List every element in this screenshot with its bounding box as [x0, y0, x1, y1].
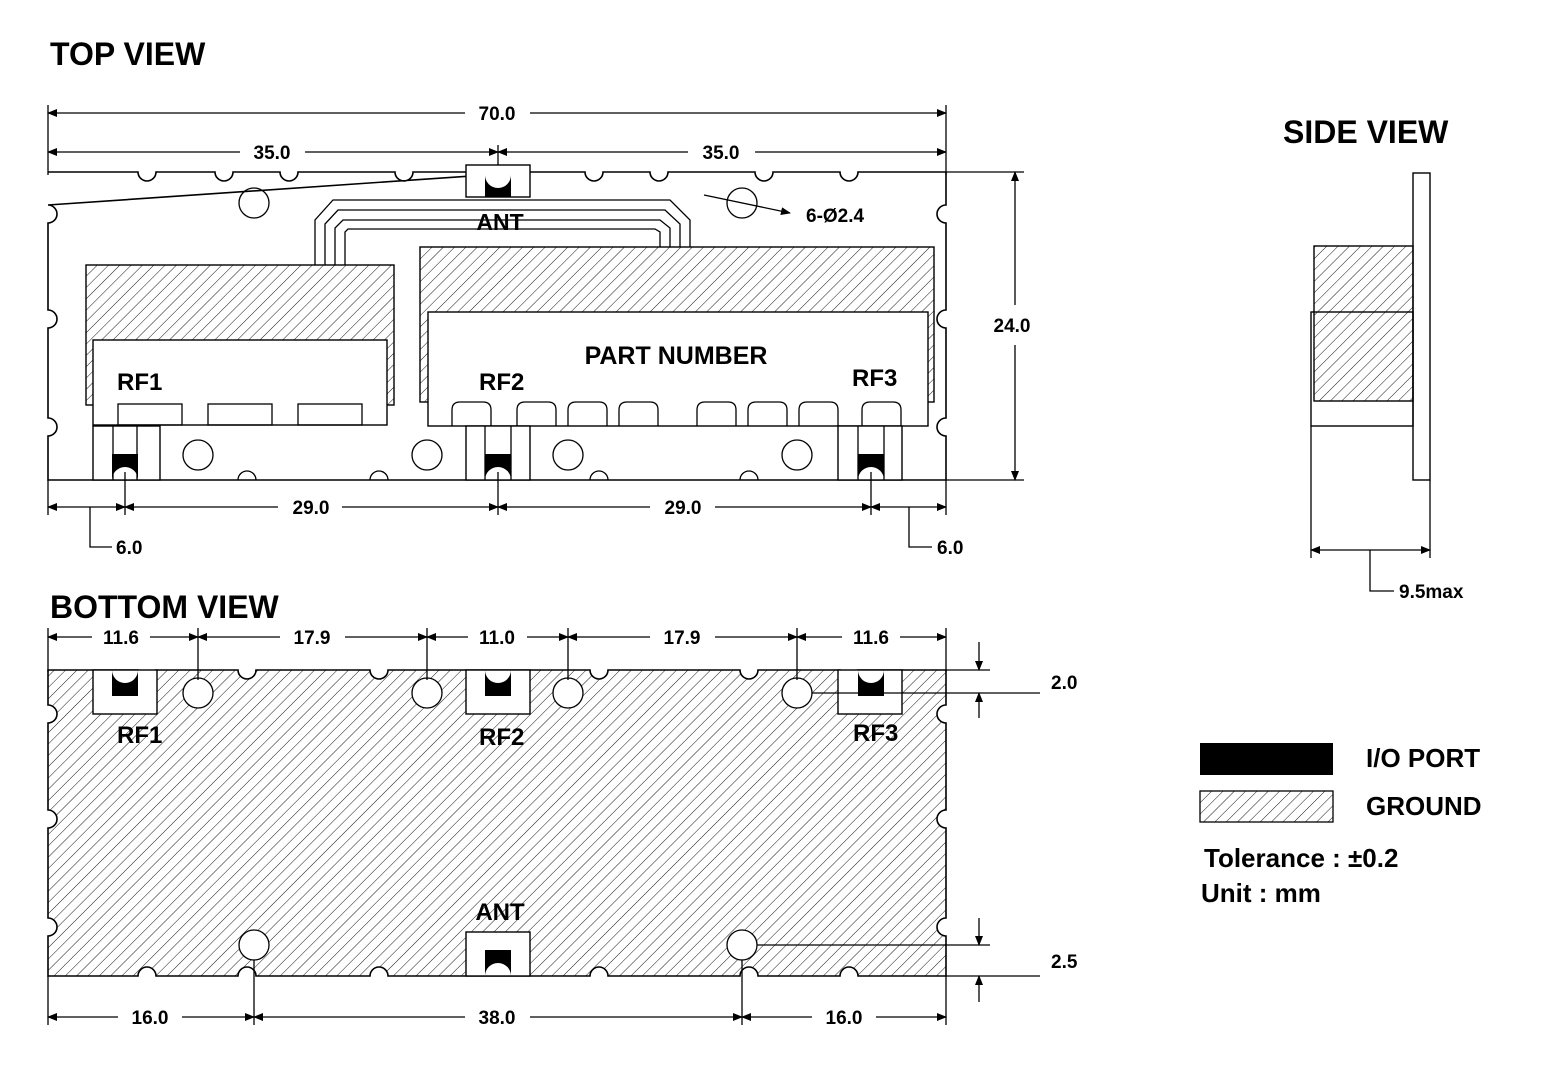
pad — [567, 401, 608, 426]
notes: Tolerance : ±0.2 Unit : mm — [1201, 843, 1398, 908]
mounting-hole — [552, 677, 584, 709]
mounting-hole — [238, 187, 270, 219]
rf3-label-bottom: RF3 — [853, 720, 898, 747]
leader-line — [89, 507, 112, 548]
mounting-hole — [411, 677, 443, 709]
rf3-port-bottom — [837, 669, 903, 715]
dim-height: 24.0 — [994, 316, 1031, 337]
top-view-title: TOP VIEW — [50, 36, 206, 72]
dim-hole-span: 38.0 — [479, 1008, 516, 1029]
pad — [451, 401, 492, 426]
rf1-port-bottom — [92, 669, 158, 715]
dim-hole-left: 16.0 — [132, 1008, 169, 1029]
pad — [516, 401, 557, 426]
trace — [344, 228, 661, 265]
rf1-label-bottom: RF1 — [117, 722, 162, 749]
legend-ground-swatch — [1199, 790, 1334, 823]
pad — [297, 403, 363, 426]
mounting-hole — [781, 439, 813, 471]
rf3-port-top — [837, 425, 903, 481]
dim-bottom-offset: 2.5 — [1051, 952, 1078, 973]
rf2-label-bottom: RF2 — [479, 724, 524, 751]
mounting-hole — [238, 929, 270, 961]
bottom-view-title: BOTTOM VIEW — [50, 589, 280, 625]
dim-top-offset: 2.0 — [1051, 673, 1077, 694]
pad — [747, 401, 788, 426]
dim-hole-right: 16.0 — [826, 1008, 863, 1029]
legend-ground-label: GROUND — [1366, 791, 1482, 821]
trace — [334, 219, 671, 265]
part-number: PART NUMBER — [585, 342, 768, 370]
leader-line — [908, 507, 932, 548]
pad — [861, 401, 902, 426]
legend-io-label: I/O PORT — [1366, 743, 1480, 773]
shield-side — [1313, 245, 1414, 402]
rf1-port-top — [92, 425, 161, 481]
mounting-hole — [552, 439, 584, 471]
dim-thickness: 9.5max — [1399, 582, 1464, 603]
dim-half-right: 35.0 — [703, 143, 740, 164]
side-view: SIDE VIEW 9.5max — [1283, 114, 1464, 603]
legend-io-swatch — [1200, 743, 1333, 775]
hole-callout: 6-Ø2.4 — [806, 206, 865, 227]
rf2-port-bottom — [465, 669, 531, 715]
trace — [324, 209, 681, 265]
pad — [207, 403, 273, 426]
pad — [696, 401, 737, 426]
legend: I/O PORT GROUND — [1199, 743, 1482, 823]
dim-b: 17.9 — [294, 628, 331, 649]
dim-a: 11.6 — [103, 628, 139, 649]
dim-half-left: 35.0 — [254, 143, 291, 164]
mounting-hole — [726, 929, 758, 961]
component-side — [1310, 311, 1414, 427]
component-body-right — [427, 311, 929, 427]
bottom-view: BOTTOM VIEW RF1 RF2 RF3 ANT — [47, 589, 1078, 1029]
pad — [798, 401, 839, 426]
side-view-title: SIDE VIEW — [1283, 114, 1449, 150]
ant-port — [485, 175, 511, 197]
ant-label-top: ANT — [476, 209, 523, 235]
mounting-hole — [182, 677, 214, 709]
dim-edge-left: 6.0 — [116, 538, 142, 559]
pcb-side — [1412, 172, 1431, 481]
dim-overall-width: 70.0 — [479, 104, 516, 125]
board-outline-top — [47, 171, 947, 481]
mounting-hole — [726, 187, 758, 219]
pad — [618, 401, 659, 426]
leader-line — [703, 194, 791, 216]
rf3-label-top: RF3 — [852, 365, 897, 392]
rf1-label-top: RF1 — [117, 369, 162, 396]
board-outline-bottom — [47, 669, 947, 977]
mounting-hole — [182, 439, 214, 471]
dim-d: 17.9 — [664, 628, 701, 649]
dim-c: 11.0 — [479, 628, 515, 649]
mounting-hole — [411, 439, 443, 471]
ant-label-bottom: ANT — [475, 899, 525, 926]
dim-edge-right: 6.0 — [937, 538, 963, 559]
dim-e: 11.6 — [853, 628, 889, 649]
dim-pitch-left: 29.0 — [293, 498, 330, 519]
leader-line — [1369, 550, 1394, 592]
pad — [117, 403, 183, 426]
rf2-label-top: RF2 — [479, 369, 524, 396]
unit-note: Unit : mm — [1201, 878, 1321, 908]
ant-port-bottom — [465, 931, 531, 977]
tolerance-note: Tolerance : ±0.2 — [1204, 843, 1398, 873]
component-body-left — [92, 339, 388, 426]
rf2-port-top — [465, 425, 531, 481]
dim-pitch-right: 29.0 — [665, 498, 702, 519]
trace — [314, 199, 691, 265]
mounting-hole — [781, 677, 813, 709]
top-view: TOP VIEW 70.0 35.0 35.0 ANT — [47, 36, 1031, 559]
